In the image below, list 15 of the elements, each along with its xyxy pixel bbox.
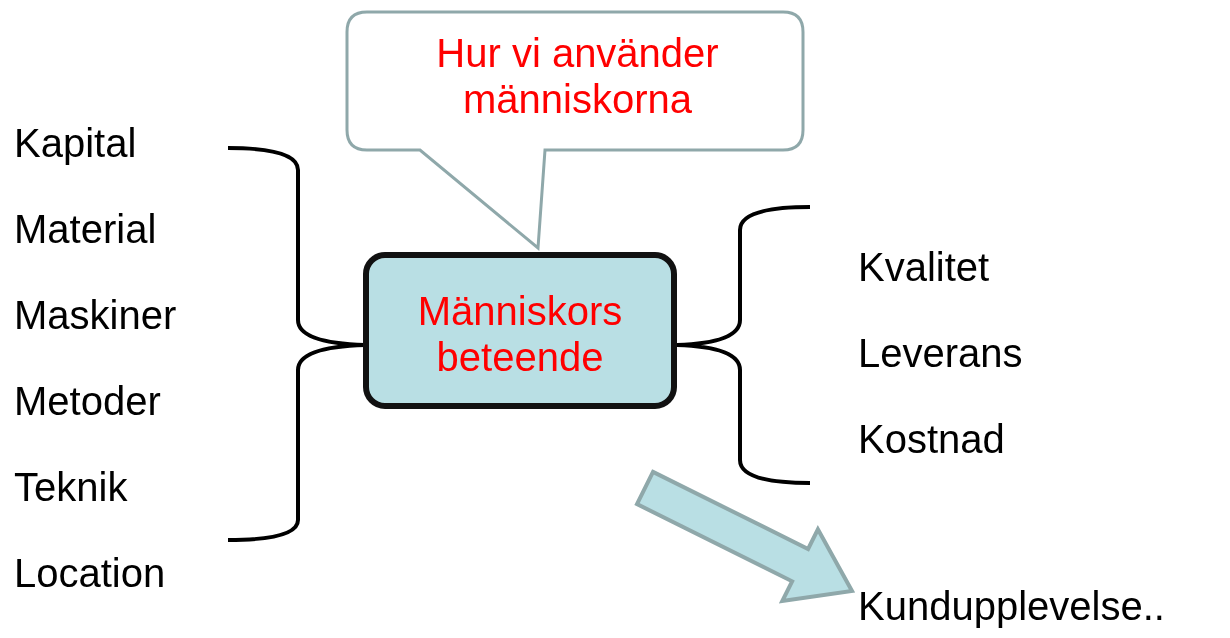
list-item-text: Kapital	[14, 120, 137, 166]
list-item-text: Material	[14, 206, 157, 252]
list-item-text: Leverans	[858, 330, 1023, 376]
list-item-text: Location	[14, 550, 166, 596]
list-item-text: Kvalitet	[858, 244, 990, 290]
list-item-text: Metoder	[14, 378, 161, 424]
callout-text: Hur vi använder människorna	[435, 30, 720, 122]
outcome-text: Kundupplevelse..	[858, 583, 1165, 629]
list-item-text: Maskiner	[14, 292, 177, 338]
process-box	[363, 252, 677, 409]
list-item-text: Kostnad	[858, 416, 1005, 462]
list-item-text: Teknik	[14, 464, 128, 510]
block-arrow	[634, 469, 856, 604]
speech-callout	[345, 10, 805, 250]
box-text: Människors beteende	[416, 288, 624, 380]
